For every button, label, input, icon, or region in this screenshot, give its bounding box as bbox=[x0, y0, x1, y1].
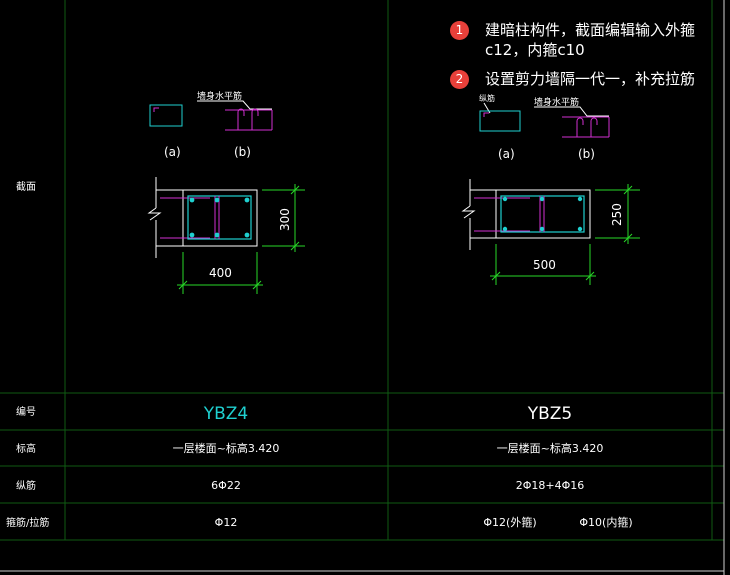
ybz4-sub-b: (b) bbox=[234, 145, 251, 159]
table-grid bbox=[0, 0, 724, 541]
note-2-text: 设置剪力墙隔一代一，补充拉筋 bbox=[485, 70, 696, 88]
ybz4-dim-height bbox=[262, 184, 305, 252]
label-longitudinal: 纵筋 bbox=[16, 479, 36, 492]
ybz4-tie-b bbox=[225, 108, 273, 131]
note-2: 2 设置剪力墙隔一代一，补充拉筋 bbox=[450, 69, 715, 89]
note-1-badge: 1 bbox=[450, 21, 469, 40]
note-1-text: 建暗柱构件，截面编辑输入外箍c12，内箍c10 bbox=[485, 21, 696, 59]
ybz5-tie-b bbox=[562, 116, 610, 138]
ybz5-dim-width bbox=[490, 244, 596, 285]
ybz4-stirrup-a bbox=[149, 104, 183, 127]
ybz4-elevation: 一层楼面~标高3.420 bbox=[173, 441, 280, 455]
ybz4-column-outline bbox=[182, 189, 258, 247]
ybz5-outer-stirrup bbox=[500, 195, 585, 233]
ybz5-sub-b: (b) bbox=[578, 147, 595, 161]
ybz5-id: YBZ5 bbox=[527, 404, 573, 424]
ybz5-bars bbox=[502, 196, 583, 232]
table-values: YBZ4 YBZ5 一层楼面~标高3.420 一层楼面~标高3.420 6Φ22… bbox=[173, 404, 633, 529]
label-elevation: 标高 bbox=[16, 442, 36, 455]
ybz5-stirrup-outer: Φ12(外箍) bbox=[483, 515, 536, 529]
note-1: 1 建暗柱构件，截面编辑输入外箍c12，内箍c10 bbox=[450, 20, 715, 60]
ybz4-id: YBZ4 bbox=[203, 404, 249, 424]
ybz4-wall-label: 墙身水平筋 bbox=[197, 90, 242, 102]
label-id: 编号 bbox=[16, 405, 36, 418]
ybz5-stirrup-a bbox=[479, 110, 521, 132]
row-labels: 截面 编号 标高 纵筋 箍筋/拉筋 bbox=[6, 180, 49, 529]
ybz4-bars bbox=[189, 197, 250, 238]
ybz4-longitudinal: 6Φ22 bbox=[211, 479, 241, 492]
ybz5-height-dim: 250 bbox=[610, 203, 624, 226]
note-2-badge: 2 bbox=[450, 70, 469, 89]
ybz5-elevation: 一层楼面~标高3.420 bbox=[497, 441, 604, 455]
ybz4-width-dim: 400 bbox=[209, 266, 232, 280]
ybz5-sub-a: (a) bbox=[498, 147, 515, 161]
ybz5-detail: 纵筋 墙身水平筋 (a) (b) bbox=[461, 93, 640, 285]
ybz4-height-dim: 300 bbox=[278, 208, 292, 231]
ybz4-sub-a: (a) bbox=[164, 145, 181, 159]
ybz5-column-outline bbox=[495, 189, 591, 239]
ybz4-dim-width bbox=[177, 252, 263, 294]
ybz5-extra-label: 纵筋 bbox=[479, 93, 495, 103]
ybz4-stirrup: Φ12 bbox=[215, 516, 238, 529]
ybz5-longitudinal: 2Φ18+4Φ16 bbox=[516, 479, 585, 492]
ybz5-wall bbox=[461, 179, 496, 250]
label-stirrup: 箍筋/拉筋 bbox=[6, 516, 49, 529]
ybz5-stirrup-inner: Φ10(内箍) bbox=[579, 515, 632, 529]
ybz5-wall-label: 墙身水平筋 bbox=[534, 96, 579, 108]
ybz4-wall bbox=[147, 177, 183, 258]
ybz5-dim-height bbox=[595, 184, 640, 244]
ybz5-width-dim: 500 bbox=[533, 258, 556, 272]
label-section: 截面 bbox=[16, 180, 36, 193]
ybz4-detail: 墙身水平筋 (a) (b) bbox=[147, 90, 305, 294]
